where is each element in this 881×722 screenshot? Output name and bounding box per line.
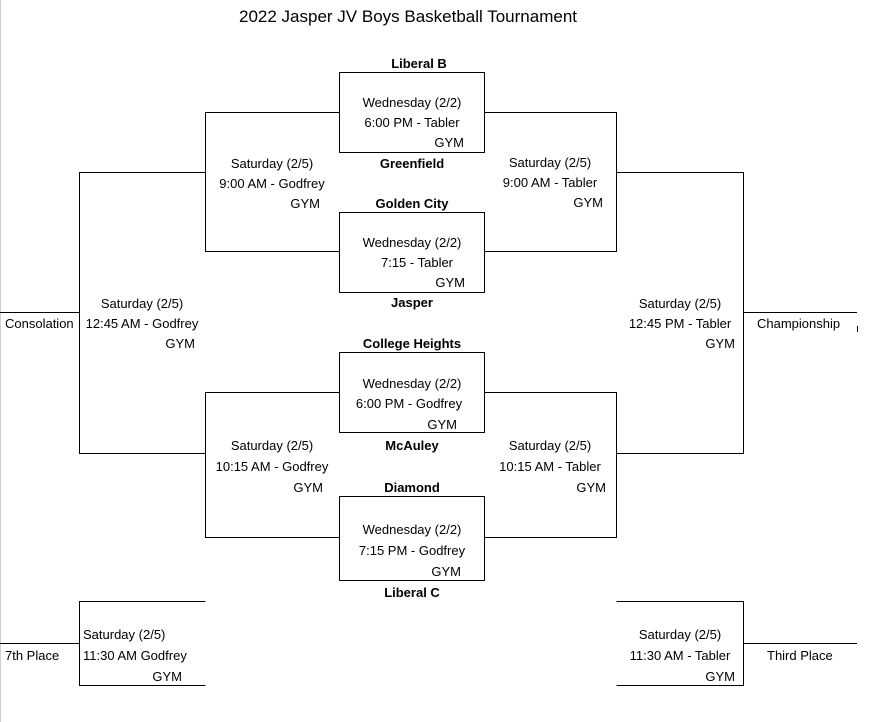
championship-time: 12:45 PM - Tabler bbox=[628, 316, 732, 331]
game-box-4 bbox=[339, 496, 485, 581]
consolation-bracket bbox=[79, 172, 206, 454]
game-4-day: Wednesday (2/2) bbox=[362, 522, 462, 537]
consolation-time: 12:45 AM - Godfrey bbox=[85, 316, 199, 331]
seventh-bracket bbox=[79, 601, 206, 686]
cons-bot-day: Saturday (2/5) bbox=[230, 438, 314, 453]
third-day: Saturday (2/5) bbox=[638, 627, 722, 642]
consolation-venue: GYM bbox=[165, 336, 195, 351]
win-bot-bracket bbox=[484, 392, 617, 538]
team-liberal-b: Liberal B bbox=[391, 56, 447, 71]
third-time: 11:30 AM - Tabler bbox=[629, 648, 731, 663]
win-bot-day: Saturday (2/5) bbox=[508, 438, 592, 453]
cons-bot-time: 10:15 AM - Godfrey bbox=[215, 459, 329, 474]
team-greenfield: Greenfield bbox=[379, 156, 445, 171]
team-liberal-c: Liberal C bbox=[384, 585, 440, 600]
win-top-day: Saturday (2/5) bbox=[508, 155, 592, 170]
cons-top-bracket bbox=[205, 112, 340, 252]
team-diamond: Diamond bbox=[384, 480, 440, 495]
game-2-time: 7:15 - Tabler bbox=[380, 255, 454, 270]
seventh-time: 11:30 AM Godfrey bbox=[83, 648, 187, 663]
win-top-bracket bbox=[484, 112, 617, 252]
third-venue: GYM bbox=[705, 669, 735, 684]
game-2-venue: GYM bbox=[435, 275, 465, 290]
seventh-label: 7th Place bbox=[5, 648, 60, 663]
win-top-time: 9:00 AM - Tabler bbox=[502, 175, 598, 190]
championship-venue: GYM bbox=[705, 336, 735, 351]
page-edge bbox=[0, 0, 1, 722]
seventh-day: Saturday (2/5) bbox=[83, 627, 166, 642]
consolation-day: Saturday (2/5) bbox=[100, 296, 184, 311]
cons-bot-venue: GYM bbox=[293, 480, 323, 495]
game-3-day: Wednesday (2/2) bbox=[362, 376, 462, 391]
cons-bot-bracket bbox=[205, 392, 340, 538]
team-jasper: Jasper bbox=[391, 295, 433, 310]
team-college-heights: College Heights bbox=[362, 336, 462, 351]
game-4-time: 7:15 PM - Godfrey bbox=[358, 543, 466, 558]
game-4-venue: GYM bbox=[431, 564, 461, 579]
page-title: 2022 Jasper JV Boys Basketball Tournamen… bbox=[239, 7, 577, 26]
cons-top-time: 9:00 AM - Godfrey bbox=[219, 176, 325, 191]
championship-label: Championship bbox=[757, 316, 841, 331]
win-bot-venue: GYM bbox=[576, 480, 606, 495]
third-label: Third Place bbox=[767, 648, 833, 663]
win-top-venue: GYM bbox=[573, 195, 603, 210]
championship-bracket bbox=[616, 172, 744, 454]
game-box-3 bbox=[339, 352, 485, 433]
win-bot-time: 10:15 AM - Tabler bbox=[499, 459, 601, 474]
cons-top-venue: GYM bbox=[290, 196, 320, 211]
cons-top-day: Saturday (2/5) bbox=[230, 156, 314, 171]
championship-day: Saturday (2/5) bbox=[638, 296, 722, 311]
game-1-day: Wednesday (2/2) bbox=[362, 95, 462, 110]
game-3-venue: GYM bbox=[427, 417, 457, 432]
game-2-day: Wednesday (2/2) bbox=[362, 235, 462, 250]
seventh-venue: GYM bbox=[152, 669, 182, 684]
team-mcauley: McAuley bbox=[385, 438, 439, 453]
game-box-2 bbox=[339, 212, 485, 293]
game-1-venue: GYM bbox=[434, 135, 464, 150]
game-3-time: 6:00 PM - Godfrey bbox=[355, 396, 463, 411]
consolation-label: Consolation bbox=[5, 316, 74, 331]
game-1-time: 6:00 PM - Tabler bbox=[364, 115, 460, 130]
team-golden-city: Golden City bbox=[375, 196, 449, 211]
